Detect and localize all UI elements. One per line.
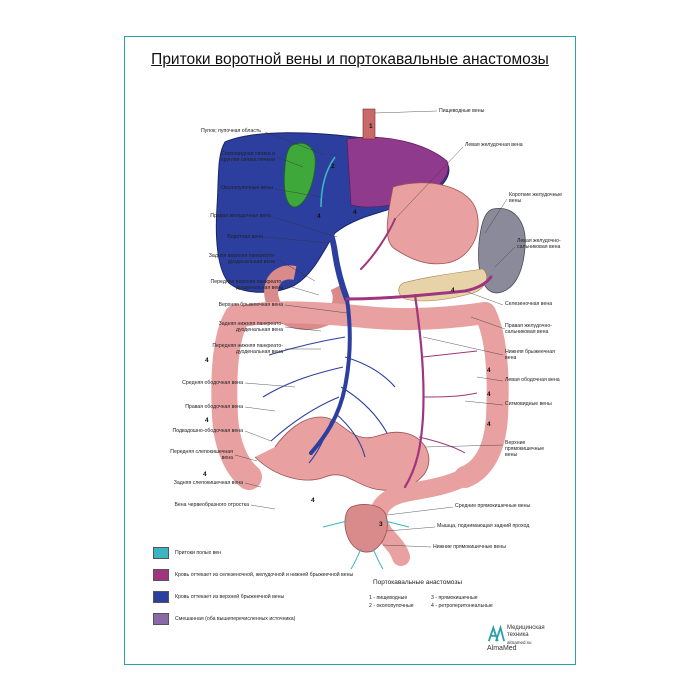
label-levator-ani: Мышца, поднимающая задний проход (437, 523, 530, 529)
anastomosis-number: 1 (369, 123, 373, 130)
legend-item-caval: Притоки полых вен (153, 547, 221, 559)
mesenteric-branches (262, 336, 396, 464)
brand-line1: Медицинская (507, 625, 545, 631)
brand-block: Медицинская техника almamed.su (487, 625, 545, 646)
anastomosis-key-item: 3 - прямокишечные (431, 595, 478, 601)
anastomosis-number: 4 (353, 209, 357, 216)
legend-text: Смешанная (оба вышеперечисленных источни… (175, 616, 296, 622)
rectum (344, 504, 388, 553)
anastomosis-key-item: 2 - околопупочные (369, 603, 414, 609)
label-splenic-vein: Селезеночная вена (505, 301, 553, 307)
label-inferior-rectal-veins: Нижние прямокишечные вены (433, 544, 506, 550)
ascending-colon (211, 304, 262, 490)
label-falciform-ligament: Серповидная связка и круглая связка пече… (221, 151, 275, 163)
label-appendicular-vein: Вена червеобразного отростка (174, 502, 249, 508)
anastomosis-number: 4 (451, 287, 455, 294)
label-umbilicus: Пупок; пупочная область (200, 128, 261, 134)
anastomosis-number: 4 (205, 357, 209, 364)
legend-text: Кровь оттекает из селезеночной, желудочн… (175, 572, 354, 578)
legend-text: Притоки полых вен (175, 550, 222, 556)
anastomosis-key-item: 1 - пищеводные (369, 595, 408, 601)
superior-mesenteric-vein (309, 297, 352, 455)
anastomosis-number: 3 (379, 521, 383, 528)
transverse-colon (226, 301, 496, 331)
label-left-gastroepiploic-vein: Левая желудочно- сальниковая вена (517, 238, 561, 250)
label-post-inf-pancreaticoduodenal: Задняя нижняя панкреато- дуоденальная ве… (218, 321, 283, 333)
legend-swatch (153, 569, 169, 581)
anastomosis-number: 2 (331, 163, 335, 170)
brand-line2: техника (507, 632, 529, 638)
label-ileocolic-vein: Подвздошно-ободочная вена (172, 428, 244, 434)
label-ant-sup-pancreaticoduodenal: Передняя верхняя панкреато- дуоденальная… (210, 279, 283, 291)
anastomosis-number: 4 (487, 367, 491, 374)
legend-swatch (153, 591, 169, 603)
legend-item-mixed: Смешанная (оба вышеперечисленных источни… (153, 613, 295, 625)
leader-lines (234, 110, 516, 548)
label-middle-rectal-veins: Средние прямокишечные вены (455, 503, 531, 509)
gallbladder (283, 142, 316, 208)
brand-url: almamed.su (507, 640, 532, 645)
anastomosis-number: 4 (205, 417, 209, 424)
label-ant-inf-pancreaticoduodenal: Передняя нижняя панкреато- дуоденальная … (212, 343, 283, 355)
label-short-gastric-veins: Короткие желудочные вены (509, 192, 563, 204)
label-right-gastric-vein: Правая желудочная вена (210, 213, 271, 219)
anastomoses-title: Портокавальные анастомозы (373, 579, 462, 586)
legend-item-sup-mesenteric: Кровь оттекает из верхней брыжеечной вен… (153, 591, 284, 603)
label-sigmoid-veins: Сигмовидные вены (505, 401, 552, 407)
legend-item-splenic: Кровь оттекает из селезеночной, желудочн… (153, 569, 353, 581)
anastomosis-number: 4 (487, 421, 491, 428)
anastomosis-number: 4 (317, 213, 321, 220)
anastomosis-number: 4 (311, 497, 315, 504)
label-esophageal-veins: Пищеводные вены (439, 108, 485, 114)
anastomosis-key-item: 4 - ретроперитонеальные (431, 603, 493, 609)
legend-text: Кровь оттекает из верхней брыжеечной вен… (175, 594, 285, 600)
label-inferior-mesenteric-vein: Нижняя брыжеечная вена (505, 349, 555, 361)
legend-swatch (153, 547, 169, 559)
stomach (386, 182, 479, 265)
esophagus (362, 108, 376, 140)
label-ant-cecal-vein: Передняя слепокишечная вена (170, 449, 233, 461)
anastomosis-number: 4 (487, 391, 491, 398)
label-superior-mesenteric-vein: Верхняя брыжеечная вена (218, 302, 283, 308)
splenic-vein (345, 275, 493, 301)
portal-vein (318, 204, 350, 302)
inferior-mesenteric-vein (403, 293, 425, 489)
label-superior-rectal-veins: Верхние прямокишечные вены (505, 440, 545, 458)
label-post-cecal-vein: Задняя слепокишечная вена (173, 480, 243, 486)
label-portal-vein: Воротная вена (227, 234, 263, 240)
anastomosis-number: 4 (203, 471, 207, 478)
paraumbilical-veins (320, 156, 336, 208)
legend-swatch (153, 613, 169, 625)
sigmoid-colon (369, 468, 474, 566)
brand-text: Медицинская техника almamed.su (507, 625, 545, 646)
almamed-logo-icon (487, 625, 505, 642)
label-middle-colic-vein: Средняя ободочная вена (182, 380, 243, 386)
sigmoid-branches (418, 350, 478, 454)
descending-colon (454, 302, 509, 488)
brand-name: AlmaMed (487, 645, 517, 652)
spleen (478, 208, 526, 294)
label-right-colic-vein: Правая ободочная вена (185, 404, 243, 410)
rectal-veins (322, 520, 410, 570)
label-paraumbilical-veins: Околопупочные вены (221, 185, 273, 191)
poster-title: Притоки воротной вены и портокавальные а… (151, 51, 549, 68)
label-left-gastric-vein: Левая желудочная вена (465, 142, 523, 148)
left-gastric-vein (360, 218, 396, 270)
small-intestine (254, 416, 430, 491)
label-post-sup-pancreaticoduodenal: Задняя верхняя панкреато- дуоденальная в… (208, 253, 275, 265)
label-right-gastroepiploic-vein: Правая желудочно- сальниковая вена (505, 323, 552, 335)
label-left-colic-vein: Левая ободочная вена (505, 377, 560, 383)
poster-frame: Притоки воротной вены и портокавальные а… (124, 36, 576, 665)
anatomy-illustration (211, 108, 526, 570)
